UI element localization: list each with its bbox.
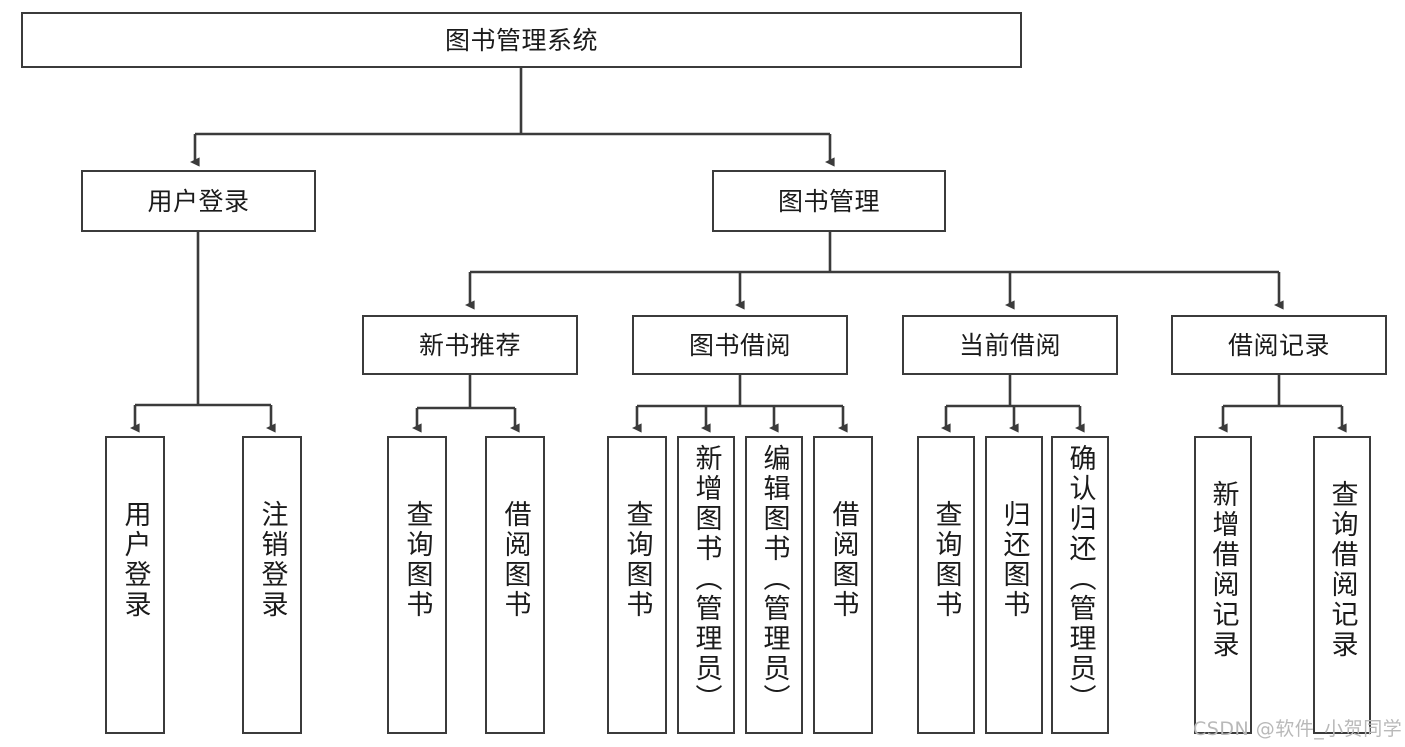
node-book-borrow[interactable]: 图书借阅	[632, 315, 848, 375]
leaf-borrow-book-2-label: 借阅图书	[827, 500, 859, 620]
node-current-borrow-label: 当前借阅	[958, 330, 1061, 360]
leaf-return-book[interactable]: 归还图书	[985, 436, 1043, 734]
node-borrow-record[interactable]: 借阅记录	[1171, 315, 1387, 375]
node-book-borrow-label: 图书借阅	[688, 330, 791, 360]
leaf-add-record-label: 新增借阅记录	[1207, 480, 1239, 660]
leaf-borrow-book-1-label: 借阅图书	[499, 500, 531, 620]
leaf-logout-label: 注销登录	[256, 500, 288, 620]
leaf-query-book-3-label: 查询图书	[930, 500, 962, 620]
leaf-confirm-return-label: 确认归还（管理员）	[1064, 444, 1096, 714]
node-user-login-label: 用户登录	[147, 186, 250, 216]
leaf-query-book-2[interactable]: 查询图书	[607, 436, 667, 734]
leaf-edit-book[interactable]: 编辑图书（管理员）	[745, 436, 803, 734]
leaf-query-record-label: 查询借阅记录	[1326, 480, 1358, 660]
leaf-query-book-1[interactable]: 查询图书	[387, 436, 447, 734]
leaf-query-book-3[interactable]: 查询图书	[917, 436, 975, 734]
node-current-borrow[interactable]: 当前借阅	[902, 315, 1118, 375]
leaf-add-book-label: 新增图书（管理员）	[690, 444, 722, 714]
leaf-query-book-1-label: 查询图书	[401, 500, 433, 620]
leaf-add-record[interactable]: 新增借阅记录	[1194, 436, 1252, 734]
node-book-manage[interactable]: 图书管理	[712, 170, 946, 232]
leaf-return-book-label: 归还图书	[998, 500, 1030, 620]
leaf-user-login-label: 用户登录	[119, 500, 151, 620]
node-book-manage-label: 图书管理	[777, 186, 880, 216]
node-root[interactable]: 图书管理系统	[21, 12, 1022, 68]
leaf-edit-book-label: 编辑图书（管理员）	[758, 444, 790, 714]
node-borrow-record-label: 借阅记录	[1227, 330, 1330, 360]
leaf-query-record[interactable]: 查询借阅记录	[1313, 436, 1371, 734]
leaf-query-book-2-label: 查询图书	[621, 500, 653, 620]
leaf-add-book[interactable]: 新增图书（管理员）	[677, 436, 735, 734]
leaf-confirm-return[interactable]: 确认归还（管理员）	[1051, 436, 1109, 734]
node-new-book-rec-label: 新书推荐	[418, 330, 521, 360]
node-new-book-rec[interactable]: 新书推荐	[362, 315, 578, 375]
node-user-login[interactable]: 用户登录	[81, 170, 316, 232]
leaf-user-login[interactable]: 用户登录	[105, 436, 165, 734]
leaf-borrow-book-1[interactable]: 借阅图书	[485, 436, 545, 734]
leaf-borrow-book-2[interactable]: 借阅图书	[813, 436, 873, 734]
leaf-logout[interactable]: 注销登录	[242, 436, 302, 734]
csdn-watermark: CSDN @软件_小贺同学	[1193, 718, 1403, 740]
node-root-label: 图书管理系统	[444, 25, 598, 55]
